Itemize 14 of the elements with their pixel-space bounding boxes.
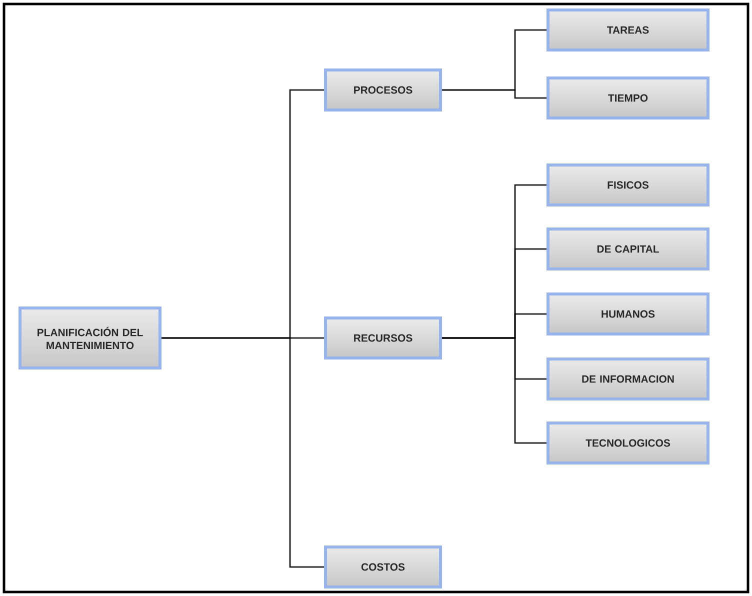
process-box: TAREAS — [546, 8, 710, 52]
process-box: COSTOS — [324, 546, 442, 588]
process-box: FISICOS — [546, 164, 710, 206]
process-box: DE INFORMACION — [546, 358, 710, 400]
connector-line — [442, 89, 546, 99]
process-box: TECNOLOGICOS — [546, 422, 710, 464]
process-box: PLANIFICACIÓN DEL MANTENIMIENTO — [18, 306, 162, 370]
process-box: HUMANOS — [546, 292, 710, 336]
process-box: TIEMPO — [546, 76, 710, 120]
process-box: RECURSOS — [324, 316, 442, 360]
process-box: DE CAPITAL — [546, 228, 710, 270]
connector-line — [442, 337, 546, 444]
connector-line — [162, 337, 324, 568]
process-box: PROCESOS — [324, 68, 442, 112]
